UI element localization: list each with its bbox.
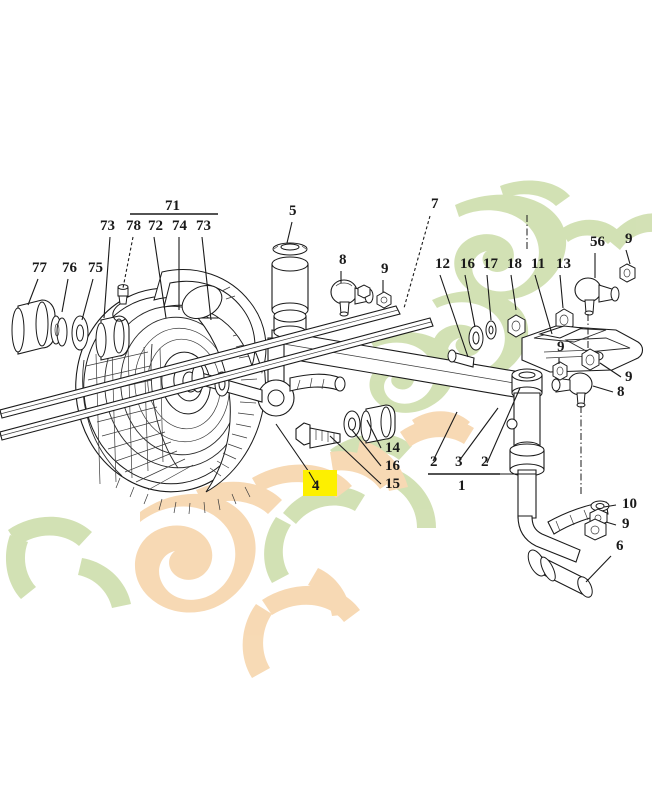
callout-label-c9L: 9 xyxy=(381,261,389,277)
part-9-nut-left xyxy=(376,291,392,309)
callout-label-c14: 14 xyxy=(385,440,401,456)
callout-label-c73b: 73 xyxy=(196,218,211,234)
callout-label-c1: 1 xyxy=(458,478,466,494)
callout-label-c72: 72 xyxy=(148,218,163,234)
callout-label-c3: 3 xyxy=(455,454,463,470)
callout-label-c5: 5 xyxy=(289,203,297,219)
part-14-bushing xyxy=(360,404,396,444)
callout-label-c15: 15 xyxy=(385,476,400,492)
ball-joint-upper-right xyxy=(574,263,636,316)
watermark-orange-script xyxy=(134,411,474,678)
part-9-nut-upper-right xyxy=(619,263,636,283)
callout-label-c77: 77 xyxy=(32,260,48,276)
part-75-washer xyxy=(71,315,89,351)
callout-label-c9R3: 9 xyxy=(625,369,633,385)
callout-label-c11: 11 xyxy=(531,256,545,272)
callout-label-c76: 76 xyxy=(62,260,78,276)
right-spindle-assembly xyxy=(506,368,610,598)
callout-label-c73a: 73 xyxy=(100,218,115,234)
bracket-lines xyxy=(130,213,500,475)
callout-label-c4: 4 xyxy=(312,478,320,494)
callout-label-c18: 18 xyxy=(507,256,522,272)
callout-label-c12: 12 xyxy=(435,256,450,272)
part-9-nut-lower-right xyxy=(552,361,568,381)
part-17-washer xyxy=(485,320,497,340)
callout-label-c17: 17 xyxy=(483,256,499,272)
part-18-nut xyxy=(507,314,526,338)
part-9-nut-bottom xyxy=(584,518,607,541)
tie-rod-long xyxy=(0,305,434,441)
part-16-washer xyxy=(468,325,484,351)
part-78-grease-fitting xyxy=(112,284,129,322)
ball-joint-left xyxy=(330,279,392,317)
left-bushing-stack xyxy=(11,284,130,361)
callout-label-c6: 6 xyxy=(616,538,624,554)
ball-joint-lower-right xyxy=(551,348,600,408)
callout-label-c8L: 8 xyxy=(339,252,347,268)
callout-label-c7: 7 xyxy=(431,196,439,212)
callout-label-c2b: 2 xyxy=(481,454,489,470)
callout-label-c9R1: 9 xyxy=(625,231,633,247)
tread-serration-bottom xyxy=(115,477,251,515)
part-76-washer xyxy=(50,315,68,347)
callout-label-c13: 13 xyxy=(556,256,571,272)
callout-label-c78: 78 xyxy=(126,218,141,234)
callout-label-c10: 10 xyxy=(622,496,637,512)
part-5-snap-ring xyxy=(272,242,308,256)
callout-label-c9R2: 9 xyxy=(557,339,565,355)
leader-lines xyxy=(27,215,631,583)
callout-label-c75: 75 xyxy=(88,260,103,276)
part-6-axle-stub xyxy=(527,549,593,598)
callout-label-c8R: 8 xyxy=(617,384,625,400)
callout-label-c16b: 16 xyxy=(385,458,401,474)
part-73-bushing xyxy=(95,315,130,361)
part-9-nut-left2 xyxy=(357,284,371,299)
part-16-washer-b xyxy=(343,410,361,438)
callout-label-c16: 16 xyxy=(460,256,476,272)
bolt-and-bushings xyxy=(295,404,396,449)
watermark-layer xyxy=(5,180,652,678)
callout-label-c56: 56 xyxy=(590,234,606,250)
callout-label-c74: 74 xyxy=(172,218,188,234)
part-4-bolt xyxy=(295,422,341,449)
callout-label-c2a: 2 xyxy=(430,454,438,470)
callout-label-c9B: 9 xyxy=(622,516,630,532)
link-hardware xyxy=(447,308,574,368)
part-9-nut-lower-right2 xyxy=(581,348,600,371)
part-77-sleeve xyxy=(11,299,56,355)
highlight-box-part-4 xyxy=(303,470,337,496)
callout-label-c71: 71 xyxy=(165,198,180,214)
